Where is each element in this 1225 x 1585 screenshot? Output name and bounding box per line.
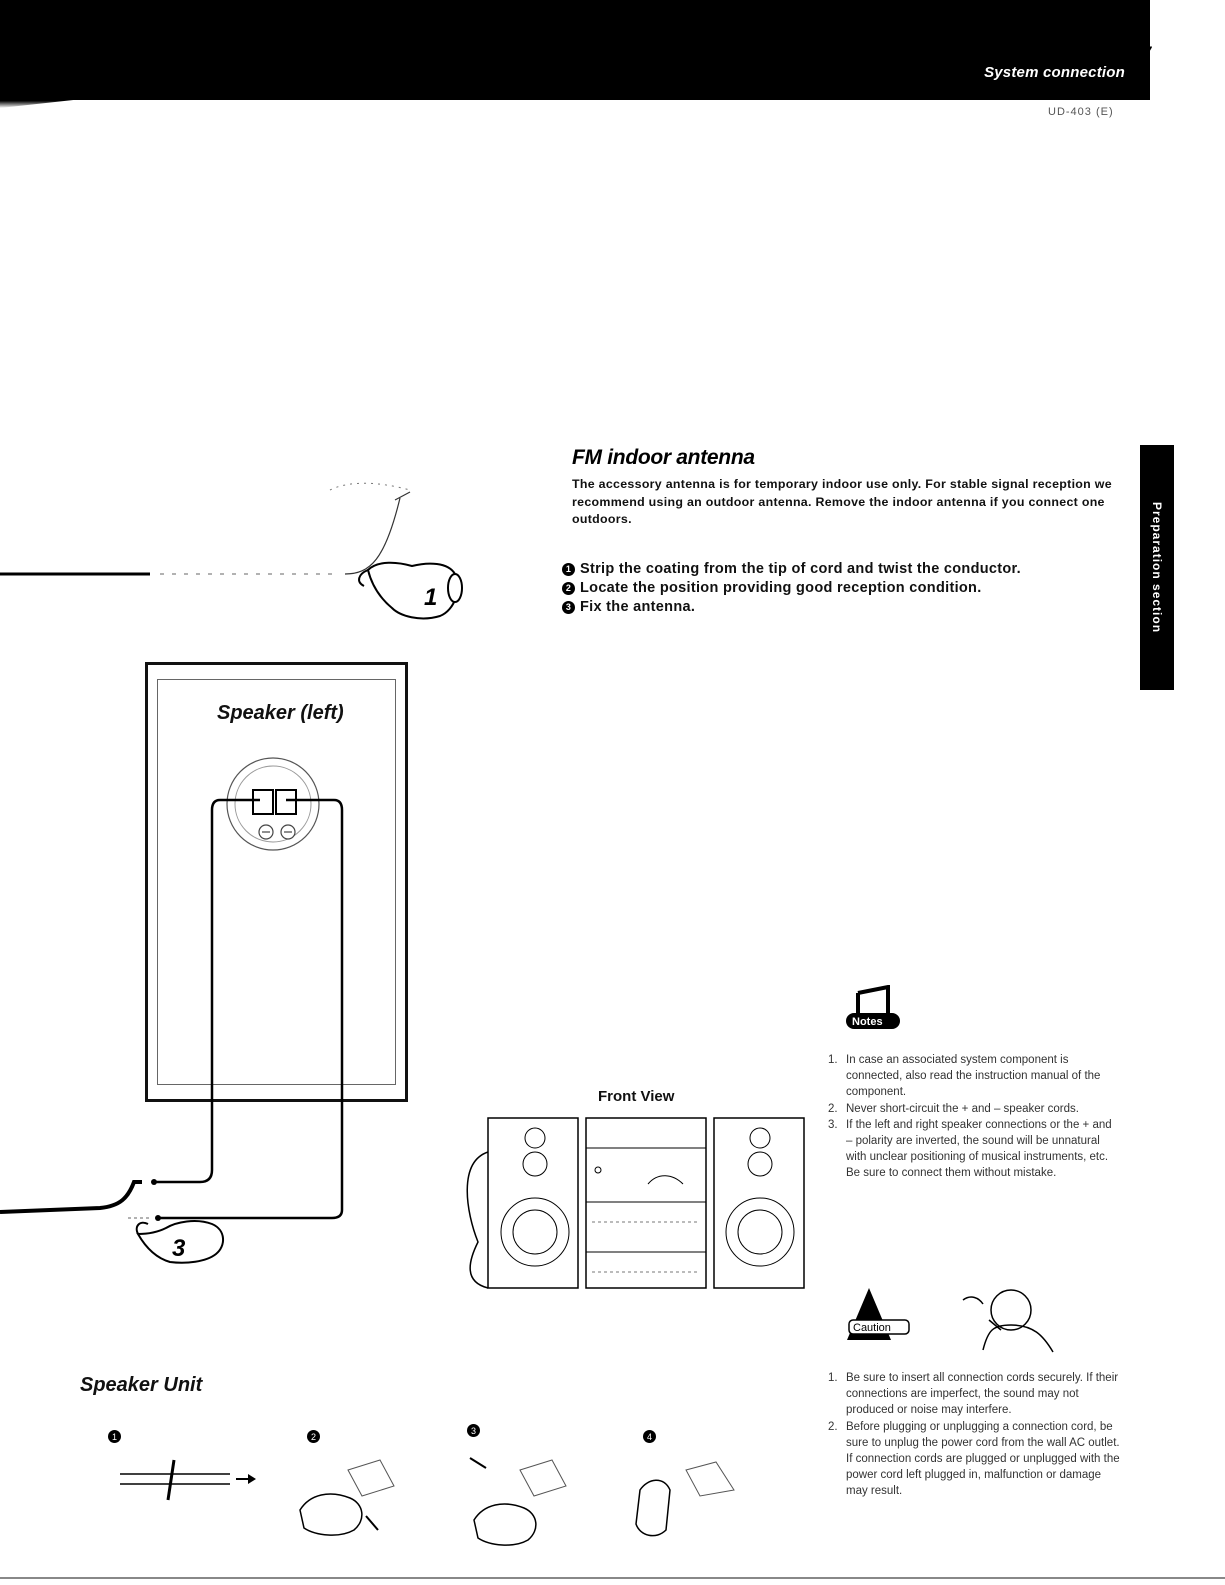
front-view-label: Front View [598,1088,675,1105]
callout-number-1: 1 [424,584,437,611]
bottom-rule [0,1577,1225,1579]
unit-step-badge: 3 [467,1424,480,1437]
speaker-left-box [145,662,408,1102]
step-text: Strip the coating from the tip of cord a… [580,561,1022,577]
speaker-left-inner-frame [157,679,396,1085]
step-number-badge: 1 [562,563,575,576]
header-band [0,0,1150,100]
caution-icon: Caution [843,1280,1073,1365]
speaker-left-label: Speaker (left) [217,702,344,724]
speaker-unit-title: Speaker Unit [80,1374,203,1396]
terminal-clip-right [275,789,297,815]
center-stereo-unit [585,1117,707,1289]
step-text: Locate the position providing good recep… [580,580,982,596]
caution-icon-label: Caution [853,1322,891,1334]
step-item: 3 Fix the antenna. [562,598,1132,617]
pointing-hand-icon [135,1220,224,1264]
note-text: In case an associated system component i… [846,1054,1101,1099]
speaker-wiring-diagram: 3 [0,757,344,1264]
caution-text: Be sure to insert all connection cords s… [846,1372,1119,1417]
hand-press-lever-illustration [299,1459,395,1536]
list-item: 2. Before plugging or unplugging a conne… [828,1419,1120,1500]
notes-icon-label: Notes [852,1016,883,1028]
section-header-title: System connection [984,64,1125,81]
caution-list: 1. Be sure to insert all connection cord… [828,1370,1120,1500]
note-text: If the left and right speaker connection… [846,1118,1112,1180]
left-speaker-cabinet [466,1117,579,1289]
step-number-badge: 3 [562,601,575,614]
caution-number: 2. [828,1420,838,1433]
caution-text: Before plugging or unplugging a connecti… [846,1420,1120,1498]
antenna-wire-diagram: 1 [0,482,463,620]
note-number: 1. [828,1054,838,1066]
speaker-unit-steps-illustration [120,1457,735,1546]
note-number: 3. [828,1118,838,1131]
pointing-hand-icon [358,561,463,620]
fm-antenna-steps: 1 Strip the coating from the tip of cord… [562,560,1132,617]
page-number: 7 [1136,40,1151,73]
wire-strip-illustration [120,1459,256,1501]
list-item: 1. In case an associated system componen… [828,1052,1120,1101]
step-number-badge: 2 [562,582,575,595]
notes-icon: Notes [844,984,904,1040]
side-tab-label: Preparation section [1150,501,1164,634]
callout-number-3: 3 [172,1235,186,1262]
step-item: 2 Locate the position providing good rec… [562,579,1132,598]
unit-step-badge: 2 [307,1430,320,1443]
hand-release-illustration [635,1461,735,1537]
list-item: 2. Never short-circuit the + and – speak… [828,1101,1120,1117]
terminal-clip-left [252,789,274,815]
professor-character-icon [962,1289,1054,1353]
front-view-illustration [466,1117,805,1289]
side-tab: Preparation section [1140,445,1174,690]
step-text: Fix the antenna. [580,599,696,615]
note-number: 2. [828,1102,838,1115]
list-item: 3. If the left and right speaker connect… [828,1117,1120,1182]
caution-number: 1. [828,1372,838,1384]
note-text: Never short-circuit the + and – speaker … [846,1102,1079,1115]
notes-list: 1. In case an associated system componen… [828,1052,1120,1182]
unit-step-badge: 1 [108,1430,121,1443]
fm-antenna-title: FM indoor antenna [572,446,755,469]
model-code: UD-403 (E) [1048,106,1114,118]
step-item: 1 Strip the coating from the tip of cord… [562,560,1132,579]
list-item: 1. Be sure to insert all connection cord… [828,1370,1120,1419]
unit-step-badge: 4 [643,1430,656,1443]
fm-antenna-intro: The accessory antenna is for temporary i… [572,477,1112,526]
right-speaker-cabinet [713,1117,805,1289]
hand-insert-wire-illustration [469,1457,567,1546]
